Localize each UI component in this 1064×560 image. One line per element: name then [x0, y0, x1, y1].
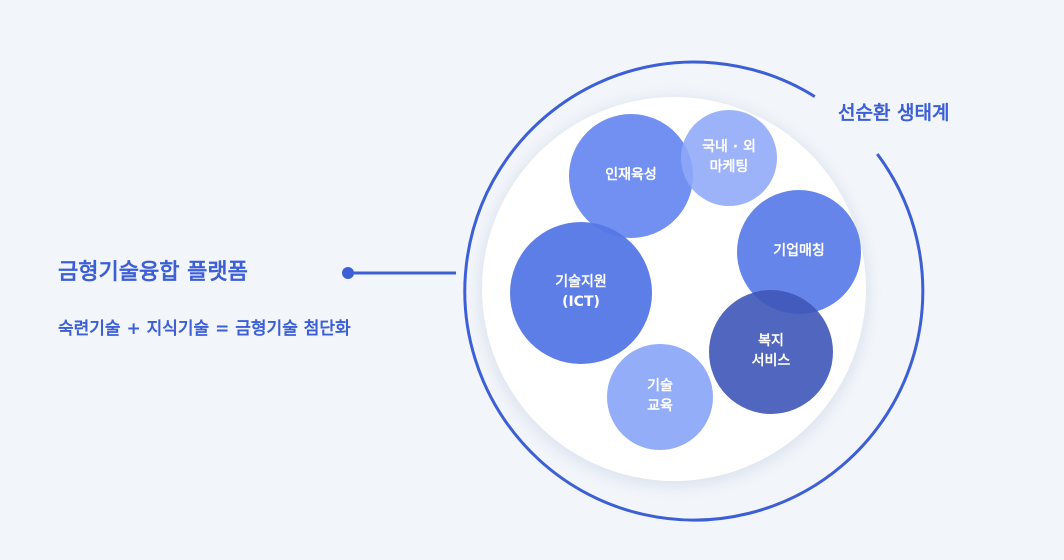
platform-formula: 숙련기술 + 지식기술 = 금형기술 첨단화 — [58, 319, 351, 339]
bubble-welfare: 복지 서비스 — [709, 290, 833, 414]
connector-dot — [342, 267, 354, 279]
bubble-education-label: 기술 교육 — [647, 378, 673, 414]
platform-title: 금형기술융합 플랫폼 — [58, 260, 248, 285]
outer-ring — [463, 60, 925, 522]
bubble-marketing-label: 국내 · 외 마케팅 — [702, 139, 756, 175]
bubble-education: 기술 교육 — [607, 344, 713, 450]
ecosystem-label: 선순환 생태계 — [838, 102, 950, 124]
bubble-matching-label: 기업매칭 — [773, 243, 825, 260]
bubble-support: 기술지원 (ICT) — [510, 222, 652, 364]
bubble-marketing: 국내 · 외 마케팅 — [681, 110, 777, 206]
bubble-talent-label: 인재육성 — [605, 167, 657, 184]
bubble-welfare-label: 복지 서비스 — [751, 333, 791, 369]
bubble-support-label: 기술지원 (ICT) — [555, 274, 607, 310]
bubble-talent: 인재육성 — [569, 114, 693, 238]
